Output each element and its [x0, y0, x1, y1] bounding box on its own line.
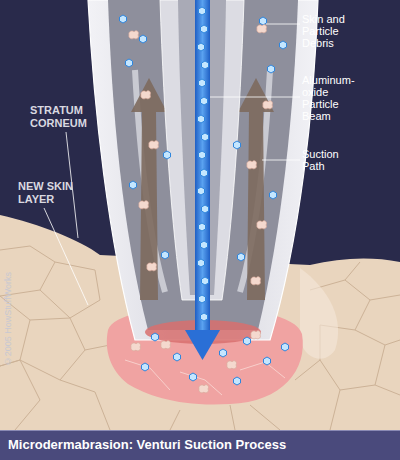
- oxide-particle: [201, 313, 208, 321]
- texture-line: [180, 372, 222, 395]
- leader-line: [44, 208, 88, 305]
- debris-particle: [161, 341, 171, 349]
- oxide-particle: [201, 169, 208, 177]
- debris-particle: [263, 101, 273, 109]
- oxide-particle: [142, 363, 149, 371]
- figure-title: Microdermabrasion: Venturi Suction Proce…: [8, 437, 286, 453]
- oxide-particle: [164, 151, 171, 159]
- oxide-particle: [199, 223, 206, 231]
- oxide-particle: [199, 295, 206, 303]
- debris-particle: [251, 277, 261, 285]
- oxide-particle: [234, 141, 241, 149]
- handpiece-shell: [88, 0, 318, 340]
- tool-shadow: [300, 268, 338, 359]
- title-bar-rule: [0, 430, 400, 431]
- oxide-particle: [202, 205, 209, 213]
- oxide-particle: [220, 349, 227, 357]
- debris-particle: [149, 141, 159, 149]
- oxide-particle: [280, 41, 287, 49]
- oxide-particle: [268, 65, 275, 73]
- oxide-particle: [140, 35, 147, 43]
- title-bar: [0, 430, 400, 460]
- suction-arrow: [238, 78, 274, 300]
- skin-cell: [295, 360, 400, 430]
- oxide-particle: [152, 333, 159, 341]
- debris-particle: [141, 91, 151, 99]
- oxide-particle: [190, 373, 197, 381]
- particles: [120, 7, 289, 393]
- oxide-particle: [270, 191, 277, 199]
- debris-particle: [251, 331, 261, 339]
- background: [0, 0, 400, 430]
- debris-particle: [227, 361, 237, 369]
- oxide-particle: [201, 241, 208, 249]
- debris-particle: [257, 25, 267, 33]
- debris-particle: [147, 263, 157, 271]
- skin-cell: [20, 318, 85, 380]
- leader-line: [210, 97, 300, 98]
- debris-particle: [131, 343, 141, 351]
- oxide-particle: [199, 151, 206, 159]
- layer-label: STRATUM CORNEUM: [30, 104, 105, 130]
- skin-cell: [345, 262, 400, 300]
- abraded-texture: [125, 360, 285, 395]
- oxide-particle: [199, 79, 206, 87]
- beam-arrowhead: [185, 330, 220, 360]
- suction-arrow: [131, 78, 167, 300]
- oxide-particle: [234, 377, 241, 385]
- debris-particle: [199, 385, 209, 393]
- debris-particle: [247, 161, 257, 169]
- skin-cell: [60, 380, 110, 430]
- oxide-particle: [202, 133, 209, 141]
- callout-label: Aluminum-oxide Particle Beam: [302, 74, 358, 122]
- leader-line: [266, 24, 300, 25]
- oxide-particle: [282, 343, 289, 351]
- oxide-particle: [198, 187, 205, 195]
- oxide-particle: [130, 181, 137, 189]
- oxide-particle: [260, 17, 267, 25]
- particle-beam: [195, 0, 210, 332]
- oxide-particle: [174, 353, 181, 361]
- oxide-particle: [162, 251, 169, 259]
- debris-particle: [257, 221, 267, 229]
- leader-line: [262, 160, 300, 161]
- skin-cell: [40, 262, 100, 318]
- oxide-particle: [199, 7, 206, 15]
- oxide-particle: [120, 15, 127, 23]
- skin-cell: [170, 405, 280, 430]
- oxide-particle: [198, 115, 205, 123]
- texture-line: [125, 360, 170, 390]
- oxide-particle: [202, 61, 209, 69]
- copyright-note: ©2005 HowStuffWorks: [3, 272, 13, 366]
- debris-particle: [129, 31, 139, 39]
- oxide-particle: [238, 253, 245, 261]
- callout-label: Suction Path: [302, 148, 358, 172]
- oxide-particle: [201, 25, 208, 33]
- oxide-particle: [264, 357, 271, 365]
- layer-label: NEW SKIN LAYER: [18, 180, 93, 206]
- oxide-particle: [126, 59, 133, 67]
- oxide-particle: [198, 43, 205, 51]
- skin-cell: [85, 345, 110, 350]
- oxide-particle: [244, 337, 251, 345]
- oxide-particle: [201, 97, 208, 105]
- callout-label: Skin and Particle Debris: [302, 13, 358, 49]
- skin-cell: [0, 360, 40, 430]
- texture-line: [240, 362, 285, 378]
- debris-particle: [139, 201, 149, 209]
- oxide-particle: [198, 259, 205, 267]
- leader-lines: [44, 24, 300, 305]
- oxide-particle: [202, 277, 209, 285]
